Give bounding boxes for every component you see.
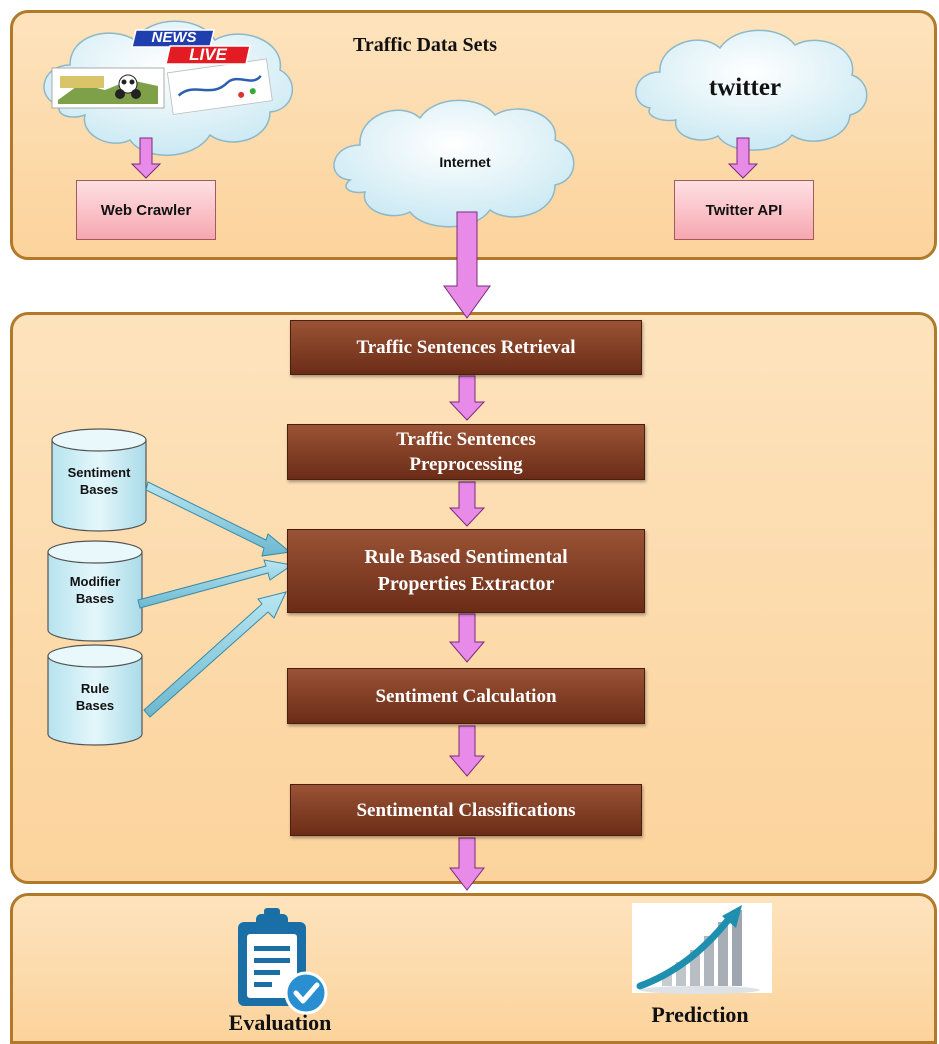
arrow-internet-to-retrieval — [443, 211, 491, 319]
twitter-cloud-icon — [635, 29, 868, 151]
step-traffic-sentences-retrieval: Traffic Sentences Retrieval — [290, 320, 642, 375]
modifier-bases-line2: Bases — [75, 591, 115, 606]
step-sentiment-calculation: Sentiment Calculation — [287, 668, 645, 724]
twitter-api-box: Twitter API — [674, 180, 814, 240]
arrow-twitter-to-api — [727, 137, 759, 179]
step3-line2: Properties Extractor — [377, 573, 555, 595]
modifier-bases-database-icon — [47, 540, 143, 642]
social-media-logo-icon — [166, 58, 273, 115]
news-badge-top-text: NEWS — [151, 29, 197, 46]
modifier-bases-line1: Modifier — [69, 574, 121, 589]
news-live-badge-icon — [131, 29, 251, 65]
data-sets-title: Traffic Data Sets — [352, 34, 498, 56]
arrow-step4-to-step5 — [448, 725, 486, 777]
arrow-modifier-to-extractor — [137, 559, 294, 609]
arrow-sentiment-to-extractor — [145, 481, 292, 557]
prediction-label: Prediction — [651, 1002, 749, 1027]
rule-bases-database-icon — [47, 644, 143, 746]
sentiment-bases-database-icon — [51, 428, 147, 532]
internet-cloud-icon — [333, 99, 575, 228]
growth-chart-icon — [632, 903, 772, 994]
arrow-step1-to-step2 — [448, 375, 486, 421]
rule-bases-line1: Rule — [80, 681, 110, 696]
sentiment-bases-line1: Sentiment — [67, 465, 131, 480]
rule-bases-label: Rule Bases — [48, 680, 142, 714]
clipboard-check-icon — [238, 908, 328, 1015]
step-sentimental-classifications: Sentimental Classifications — [290, 784, 642, 836]
arrow-step2-to-step3 — [448, 481, 486, 527]
web-crawler-box: Web Crawler — [76, 180, 216, 240]
step2-line1: Traffic Sentences — [396, 429, 536, 450]
rule-bases-line2: Bases — [75, 698, 115, 713]
step3-line1: Rule Based Sentimental — [364, 546, 568, 568]
arrow-rule-to-extractor — [143, 591, 287, 718]
step-rule-based-extractor: Rule Based Sentimental Properties Extrac… — [287, 529, 645, 613]
sentiment-bases-line2: Bases — [79, 482, 119, 497]
sentiment-bases-label: Sentiment Bases — [52, 464, 146, 498]
arrow-news-to-crawler — [130, 137, 162, 179]
evaluation-label: Evaluation — [228, 1010, 332, 1035]
modifier-bases-label: Modifier Bases — [48, 573, 142, 607]
step2-line2: Preprocessing — [409, 454, 523, 475]
output-panel — [10, 893, 937, 1044]
arrow-step3-to-step4 — [448, 613, 486, 663]
internet-label: Internet — [439, 154, 491, 170]
twitter-logo-text: twitter — [708, 74, 782, 101]
media-logo-icon — [51, 67, 165, 109]
news-badge-bottom-text: LIVE — [189, 45, 227, 64]
arrow-step5-to-output — [448, 837, 486, 891]
step-traffic-sentences-preprocessing: Traffic Sentences Preprocessing — [287, 424, 645, 480]
